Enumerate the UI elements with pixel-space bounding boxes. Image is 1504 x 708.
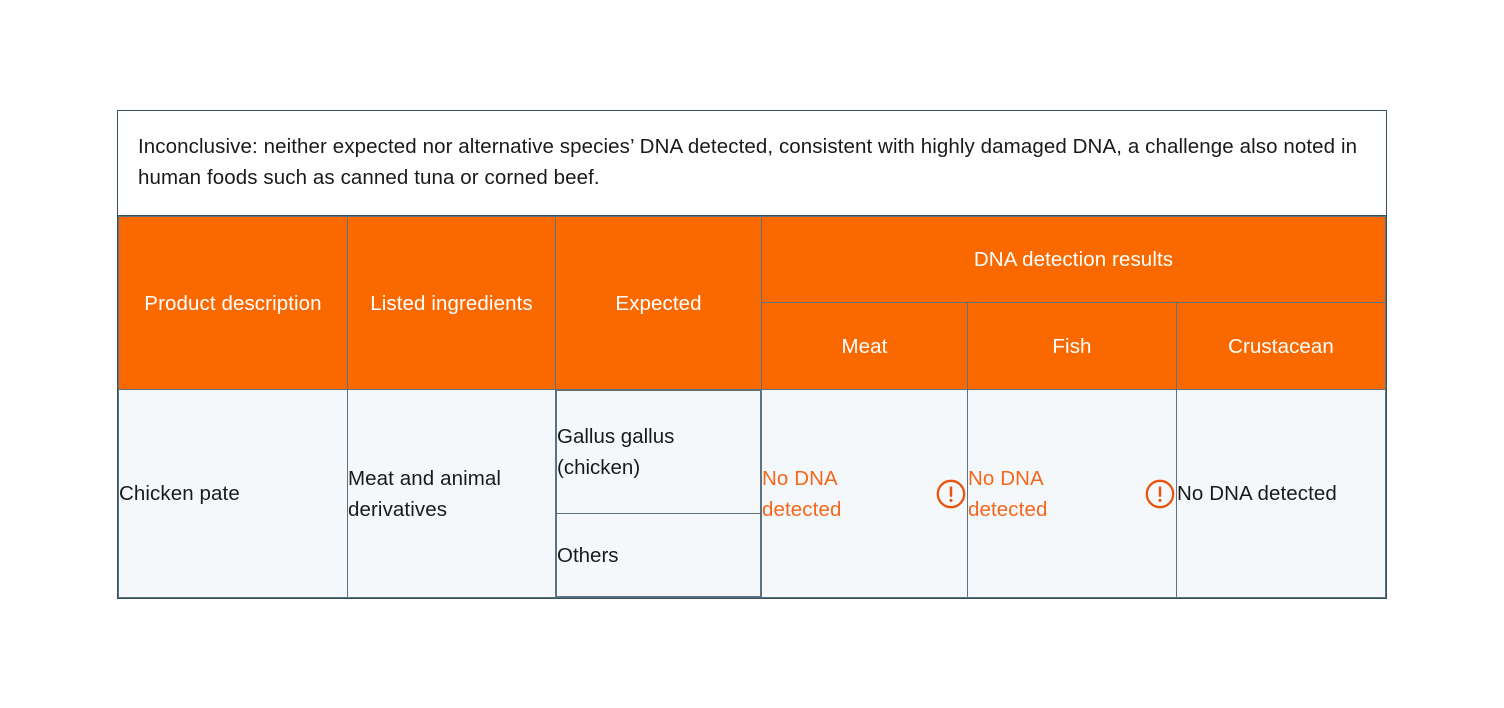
cell-crustacean-result: No DNA detected [1175, 389, 1387, 599]
alert-circle-icon [935, 478, 967, 510]
expected-primary-row: Gallus gallus (chicken) [556, 390, 761, 515]
table-body: Chicken pate Meat and animal derivatives… [118, 389, 1387, 599]
cell-expected-primary: Gallus gallus (chicken) [556, 390, 761, 515]
column-header-crustacean: Crustacean [1175, 301, 1387, 391]
cell-expected: Gallus gallus (chicken) Others [555, 389, 762, 599]
meat-result-content: No DNA detected [762, 463, 967, 525]
cell-expected-secondary: Others [556, 513, 761, 598]
header-row-top: Product description Listed ingredients E… [118, 216, 1387, 391]
inconclusive-note-text: Inconclusive: neither expected nor alter… [138, 135, 1358, 190]
cell-product-description: Chicken pate [118, 389, 348, 599]
inconclusive-note: Inconclusive: neither expected nor alter… [118, 111, 1386, 217]
crustacean-result-content: No DNA detected [1177, 478, 1385, 509]
cell-meat-result: No DNA detected [761, 389, 968, 599]
fish-result-content: No DNA detected [968, 463, 1176, 525]
fish-result-label: No DNA detected [968, 466, 1048, 521]
crustacean-result-label: No DNA detected [1177, 482, 1337, 506]
dna-detection-table: Product description Listed ingredients E… [118, 216, 1387, 599]
cell-fish-result: No DNA detected [967, 389, 1177, 599]
table-row: Chicken pate Meat and animal derivatives… [118, 389, 1387, 599]
cell-listed-ingredients: Meat and animal derivatives [347, 389, 556, 599]
table-header: Product description Listed ingredients E… [118, 216, 1387, 391]
column-header-dna-detection-results: DNA detection results [760, 216, 1387, 303]
meat-result-label: No DNA detected [762, 466, 842, 521]
expected-split-table: Gallus gallus (chicken) Others [556, 390, 761, 598]
header-row-sub: Meat Fish Crustacean [119, 301, 1387, 391]
alert-circle-icon [1144, 478, 1176, 510]
dna-results-figure: Inconclusive: neither expected nor alter… [117, 110, 1387, 600]
column-header-meat: Meat [761, 301, 968, 391]
column-header-product-description: Product description [118, 216, 348, 391]
column-header-listed-ingredients: Listed ingredients [347, 216, 556, 391]
expected-secondary-row: Others [556, 513, 761, 598]
column-header-fish: Fish [967, 301, 1177, 391]
column-header-expected: Expected [555, 216, 762, 391]
